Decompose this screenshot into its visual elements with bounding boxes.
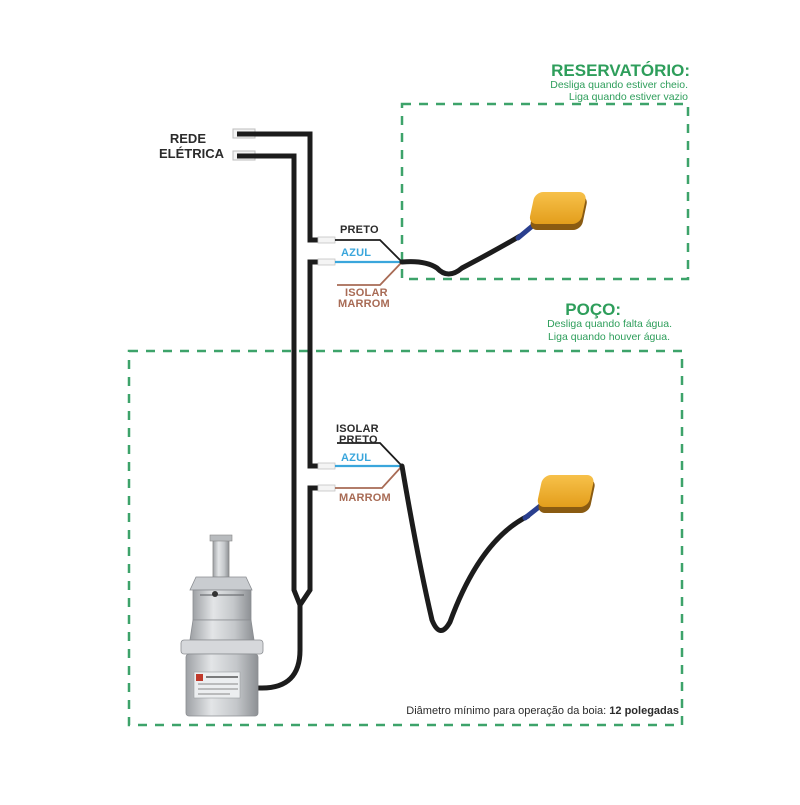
- min-diameter-note: Diâmetro mínimo para operação da boia: 1…: [406, 705, 679, 717]
- submersible-pump: [180, 534, 264, 717]
- well-desc-line1: Desliga quando falta água.: [547, 318, 672, 330]
- mains-wire-2: [237, 153, 303, 606]
- wire-stripped-end: [317, 484, 336, 492]
- wire-stripped-end: [317, 236, 336, 244]
- mains-wire-1: [237, 131, 320, 243]
- reservoir-wire-brown: [337, 261, 403, 286]
- reservoir-zone-border: [400, 102, 690, 281]
- power-label-line2: ELÉTRICA: [159, 146, 224, 161]
- min-diameter-text: Diâmetro mínimo para operação da boia:: [406, 705, 607, 717]
- well-float-cable: [399, 463, 531, 633]
- reservoir-wire-black: [335, 239, 403, 263]
- well-to-pump-wire: [297, 485, 320, 607]
- power-label-line1: REDE: [169, 131, 206, 146]
- well-wire-black: [337, 442, 403, 467]
- reservoir-wire-label-black: PRETO: [340, 224, 379, 236]
- well-wire-label-brown: MARROM: [339, 492, 391, 504]
- well-title: POÇO:: [565, 300, 621, 319]
- well-desc-line2: Liga quando houver água.: [547, 331, 670, 343]
- wire-stripped-end: [317, 258, 336, 266]
- reservoir-desc-line2: Liga quando estiver vazio: [568, 91, 688, 103]
- pump-power-cable: [250, 605, 303, 691]
- wire-stripped-end: [317, 462, 336, 470]
- reservoir-wire-label-blue: AZUL: [341, 247, 372, 259]
- well-zone-border: [127, 349, 684, 727]
- well-wire-label-black-2: PRETO: [339, 434, 378, 446]
- min-diameter-value: 12 polegadas: [609, 705, 679, 717]
- well-wire-label-black-1: ISOLAR: [336, 423, 379, 435]
- reservoir-wire-label-brown-1: ISOLAR: [345, 287, 388, 299]
- reservoir-float-switch: [529, 192, 587, 230]
- reservoir-title: RESERVATÓRIO:: [551, 61, 690, 80]
- reservoir-to-well-wire: [307, 259, 320, 469]
- well-float-switch: [537, 475, 595, 513]
- reservoir-desc-line1: Desliga quando estiver cheio.: [550, 79, 688, 91]
- well-wire-brown: [335, 465, 403, 489]
- reservoir-float-cable: [399, 233, 523, 277]
- well-wire-label-blue: AZUL: [341, 452, 372, 464]
- reservoir-wire-label-brown-2: MARROM: [338, 298, 390, 310]
